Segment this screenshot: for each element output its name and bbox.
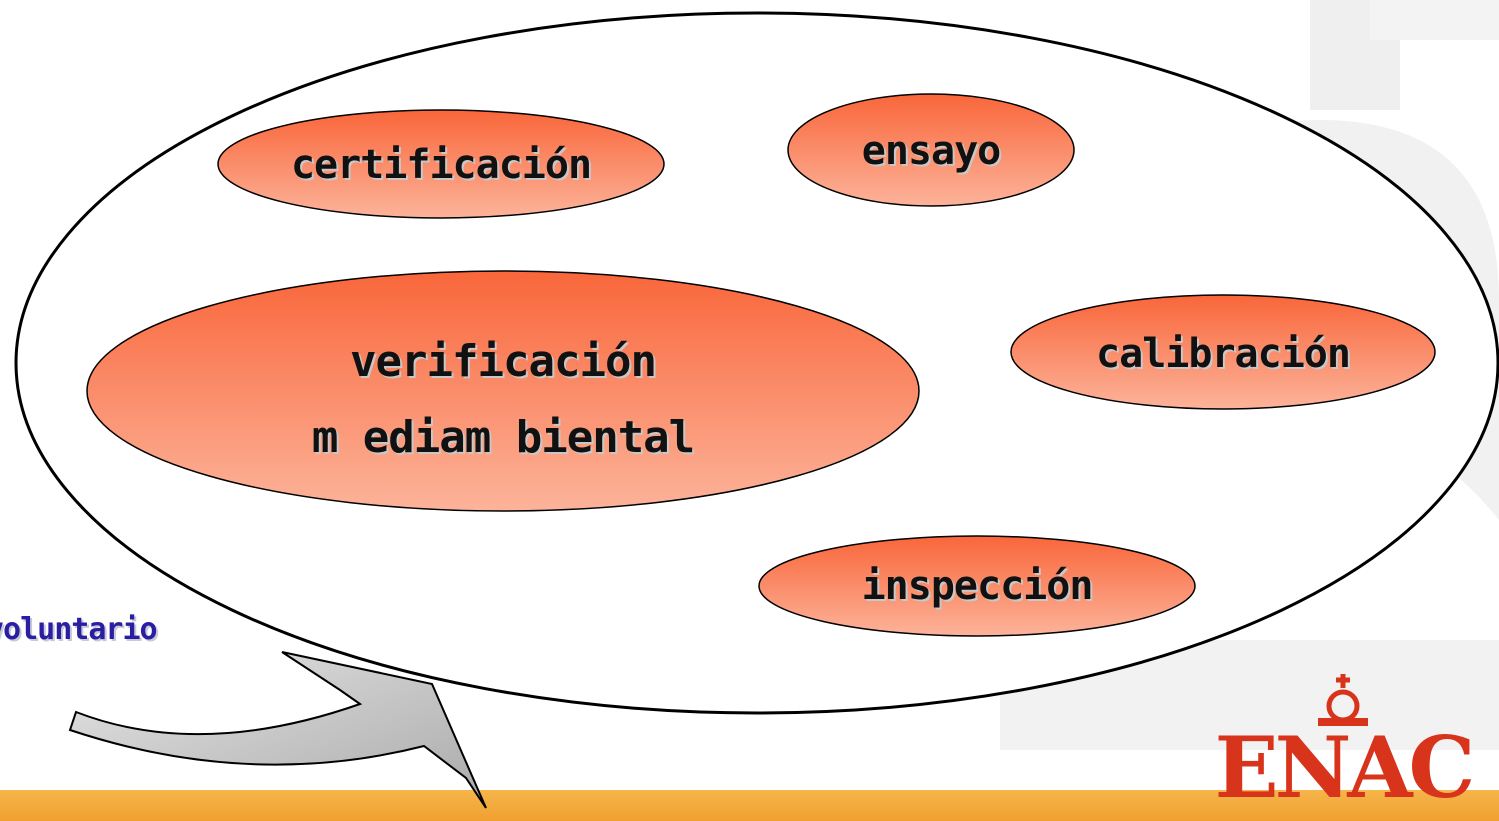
node-label-verificacion-line1: verificación — [350, 336, 657, 387]
node-label-certificacion: certificación — [290, 142, 592, 188]
node-certificacion — [217, 109, 665, 219]
enac-logo-text: ENAC — [1214, 718, 1476, 817]
voluntario-label: voluntario — [0, 612, 158, 647]
bottom-band — [0, 790, 1499, 821]
node-ensayo — [787, 93, 1075, 207]
curved-arrow — [68, 651, 487, 809]
node-calibracion — [1010, 294, 1436, 410]
node-verificacion — [86, 270, 920, 512]
enac-logo: ENAC — [1212, 668, 1476, 818]
node-label-verificacion-line2: m ediam biental — [311, 412, 695, 463]
crown-icon — [1318, 674, 1368, 726]
node-label-calibracion: calibración — [1096, 331, 1351, 377]
node-label-ensayo: ensayo — [861, 128, 1002, 174]
node-inspeccion — [758, 535, 1196, 637]
node-label-inspeccion: inspección — [861, 563, 1094, 609]
